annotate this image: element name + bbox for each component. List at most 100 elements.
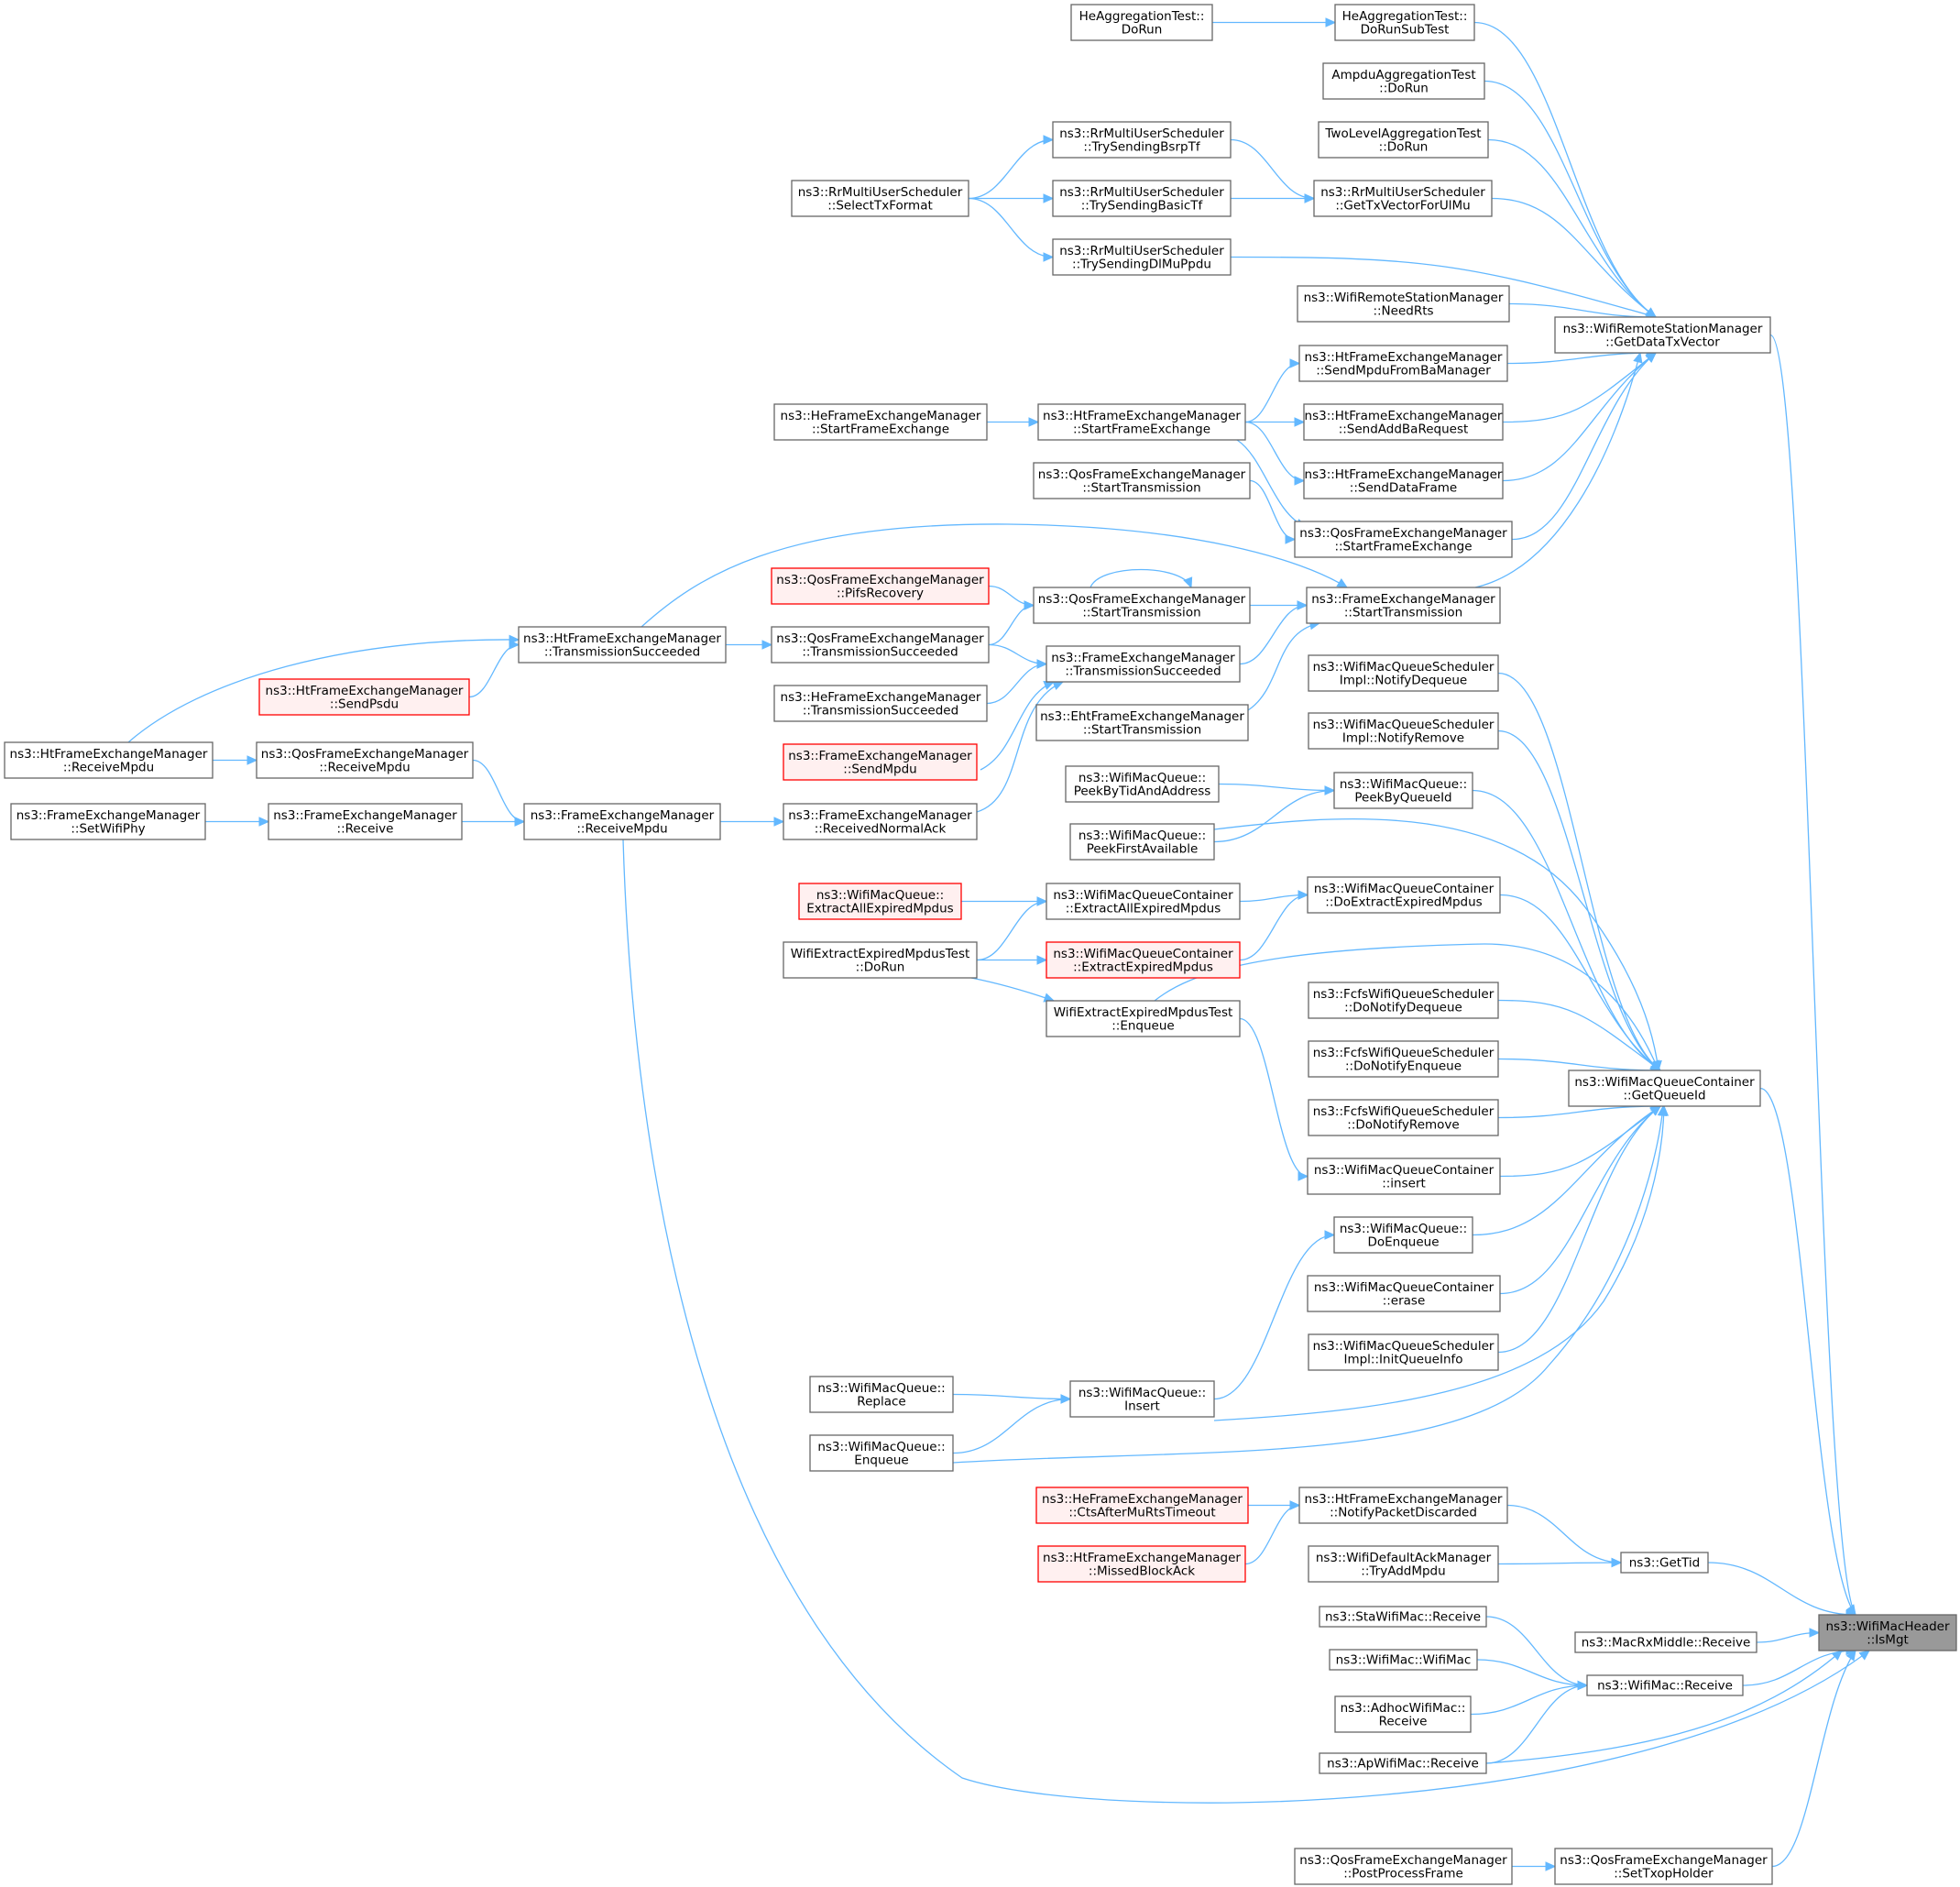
node-try-sending-dl-mu-ppdu[interactable]: ns3::RrMultiUserScheduler::TrySendingDlM… [1052, 238, 1232, 276]
node-sta-wifi-mac-receive[interactable]: ns3::StaWifiMac::Receive [1319, 1606, 1487, 1628]
node-he-agg-do-run-sub-test[interactable]: HeAggregationTest::DoRunSubTest [1334, 4, 1475, 41]
edge-line [1230, 138, 1315, 200]
edge-line [1502, 352, 1657, 482]
node-ht-receive-mpdu[interactable]: ns3::HtFrameExchangeManager::ReceiveMpdu [4, 741, 214, 779]
node-he-agg-do-run[interactable]: HeAggregationTest::DoRun [1070, 4, 1213, 41]
node-femtransmission-succeeded[interactable]: ns3::FrameExchangeManager::TransmissionS… [1046, 645, 1241, 683]
node-received-normal-ack[interactable]: ns3::FrameExchangeManager::ReceivedNorma… [783, 803, 978, 840]
node-wifi-mac-receive[interactable]: ns3::WifiMac::Receive [1586, 1674, 1744, 1696]
node-cont-erase[interactable]: ns3::WifiMacQueueContainer::erase [1307, 1275, 1501, 1312]
edge-line [472, 759, 525, 823]
node-do-enqueue[interactable]: ns3::WifiMacQueue::DoEnqueue [1333, 1216, 1473, 1254]
node-label: ns3::WifiMacQueueScheduler [1313, 718, 1495, 732]
node-qos-start-frame-exchange[interactable]: ns3::QosFrameExchangeManager::StartFrame… [1294, 521, 1513, 558]
node-femreceive[interactable]: ns3::FrameExchangeManager::Receive [268, 803, 463, 840]
node-label: ns3::HeFrameExchangeManager [1042, 1492, 1243, 1507]
node-qos-start-transmission2[interactable]: ns3::QosFrameExchangeManager::StartTrans… [1033, 462, 1251, 499]
node-try-sending-basic-tf[interactable]: ns3::RrMultiUserScheduler::TrySendingBas… [1052, 180, 1232, 217]
node-fcfs-do-notify-remove[interactable]: ns3::FcfsWifiQueueScheduler::DoNotifyRem… [1308, 1099, 1499, 1136]
node-queue-enqueue[interactable]: ns3::WifiMacQueue::Enqueue [809, 1434, 954, 1472]
node-label: ns3::QosFrameExchangeManager [1038, 592, 1246, 607]
node-try-add-mpdu[interactable]: ns3::WifiDefaultAckManager::TryAddMpdu [1308, 1545, 1499, 1583]
node-get-queue-id[interactable]: ns3::WifiMacQueueContainer::GetQueueId [1568, 1070, 1761, 1107]
node-cont-insert[interactable]: ns3::WifiMacQueueContainer::insert [1307, 1157, 1501, 1195]
node-queue-insert[interactable]: ns3::WifiMacQueue::Insert [1069, 1380, 1215, 1418]
node-try-sending-bsrp-tf[interactable]: ns3::RrMultiUserScheduler::TrySendingBsr… [1052, 121, 1232, 159]
node-notify-dequeue[interactable]: ns3::WifiMacQueueSchedulerImpl::NotifyDe… [1308, 654, 1499, 692]
node-mac-rx-middle-receive[interactable]: ns3::MacRxMiddle::Receive [1574, 1631, 1757, 1653]
node-fcfs-do-notify-dequeue[interactable]: ns3::FcfsWifiQueueScheduler::DoNotifyDeq… [1308, 982, 1499, 1019]
node-femsend-mpdu[interactable]: ns3::FrameExchangeManager::SendMpdu [783, 743, 978, 781]
node-label: ns3::QosFrameExchangeManager [1299, 1853, 1507, 1868]
node-label: ::CtsAfterMuRtsTimeout [1068, 1505, 1215, 1519]
node-box [773, 685, 988, 722]
node-ampdu-agg-do-run[interactable]: AmpduAggregationTest::DoRun [1322, 62, 1485, 100]
node-qos-receive-mpdu[interactable]: ns3::QosFrameExchangeManager::ReceiveMpd… [256, 741, 474, 779]
edge-peek-by-queue-id-to-get-queue-id [1472, 789, 1662, 1071]
edge-line [1247, 622, 1320, 711]
node-femreceive-mpdu[interactable]: ns3::FrameExchangeManager::ReceiveMpdu [523, 803, 721, 840]
edge-get-tx-vector-for-ul-mu-to-get-data-tx-vector [1491, 197, 1657, 318]
node-ht-start-frame-exchange[interactable]: ns3::HtFrameExchangeManager::StartFrameE… [1037, 403, 1246, 441]
node-he-start-frame-exchange[interactable]: ns3::HeFrameExchangeManager::StartFrameE… [773, 403, 988, 441]
node-set-txop-holder[interactable]: ns3::QosFrameExchangeManager::SetTxopHol… [1554, 1848, 1773, 1885]
node-peek-first-available[interactable]: ns3::WifiMacQueue::PeekFirstAvailable [1069, 823, 1215, 861]
node-label: ::TrySendingBsrpTf [1083, 139, 1200, 154]
edge-line [1244, 362, 1300, 423]
node-box [1303, 403, 1504, 441]
node-ap-wifi-mac-receive[interactable]: ns3::ApWifiMac::Receive [1319, 1752, 1487, 1774]
node-two-level-agg-do-run[interactable]: TwoLevelAggregationTest::DoRun [1318, 121, 1489, 159]
edge-line [1213, 1105, 1665, 1421]
node-label: ns3::WifiMacQueue:: [1079, 828, 1206, 843]
node-notify-remove[interactable]: ns3::WifiMacQueueSchedulerImpl::NotifyRe… [1308, 712, 1499, 750]
node-send-add-ba-request[interactable]: ns3::HtFrameExchangeManager::SendAddBaRe… [1303, 403, 1504, 441]
node-label: ns3::QosFrameExchangeManager [261, 747, 469, 762]
node-init-queue-info[interactable]: ns3::WifiMacQueueSchedulerImpl::InitQueu… [1308, 1333, 1499, 1371]
node-cont-extract-expired-mpdus[interactable]: ns3::WifiMacQueueContainer::ExtractExpir… [1046, 941, 1241, 979]
node-send-data-frame[interactable]: ns3::HtFrameExchangeManager::SendDataFra… [1303, 462, 1504, 499]
edge-line [1497, 1105, 1661, 1354]
node-get-tx-vector-for-ul-mu[interactable]: ns3::RrMultiUserScheduler::GetTxVectorFo… [1313, 180, 1493, 217]
node-qos-transmission-succeeded[interactable]: ns3::QosFrameExchangeManager::Transmissi… [771, 626, 990, 664]
node-get-data-tx-vector[interactable]: ns3::WifiRemoteStationManager::GetDataTx… [1554, 316, 1771, 354]
node-peek-by-tid-and-address[interactable]: ns3::WifiMacQueue::PeekByTidAndAddress [1065, 765, 1220, 803]
node-select-tx-format[interactable]: ns3::RrMultiUserScheduler::SelectTxForma… [791, 180, 969, 217]
node-box [798, 883, 962, 920]
node-cont-extract-all-expired-mpdus[interactable]: ns3::WifiMacQueueContainer::ExtractAllEx… [1046, 883, 1241, 920]
node-need-rts[interactable]: ns3::WifiRemoteStationManager::NeedRts [1297, 285, 1510, 323]
node-he-transmission-succeeded[interactable]: ns3::HeFrameExchangeManager::Transmissio… [773, 685, 988, 722]
node-femstart-transmission[interactable]: ns3::FrameExchangeManager::StartTransmis… [1306, 587, 1501, 624]
node-peek-by-queue-id[interactable]: ns3::WifiMacQueue::PeekByQueueId [1333, 772, 1473, 809]
edge-get-tid-to-is-mgt [1707, 1562, 1857, 1620]
node-eht-start-transmission[interactable]: ns3::EhtFrameExchangeManager::StartTrans… [1035, 704, 1249, 741]
edge-femreceive-mpdu-to-received-normal-ack [719, 817, 785, 827]
node-label: ns3::WifiMacHeader [1825, 1619, 1950, 1634]
node-queue-replace[interactable]: ns3::WifiMacQueue::Replace [809, 1376, 954, 1413]
node-adhoc-wifi-mac-receive[interactable]: ns3::AdhocWifiMac::Receive [1334, 1695, 1472, 1733]
node-label: PeekByTidAndAddress [1074, 784, 1211, 798]
node-box [1052, 238, 1232, 276]
node-post-process-frame[interactable]: ns3::QosFrameExchangeManager::PostProces… [1294, 1848, 1513, 1885]
node-cts-after-mu-rts-timeout[interactable]: ns3::HeFrameExchangeManager::CtsAfterMuR… [1035, 1487, 1249, 1524]
node-fcfs-do-notify-enqueue[interactable]: ns3::FcfsWifiQueueScheduler::DoNotifyEnq… [1308, 1040, 1499, 1078]
node-queue-extract-all-expired-mpdus[interactable]: ns3::WifiMacQueue::ExtractAllExpiredMpdu… [798, 883, 962, 920]
node-set-wifi-phy[interactable]: ns3::FrameExchangeManager::SetWifiPhy [10, 803, 206, 840]
node-pifs-recovery[interactable]: ns3::QosFrameExchangeManager::PifsRecove… [771, 567, 990, 605]
node-ht-transmission-succeeded[interactable]: ns3::HtFrameExchangeManager::Transmissio… [518, 626, 727, 664]
node-missed-block-ack[interactable]: ns3::HtFrameExchangeManager::MissedBlock… [1037, 1545, 1246, 1583]
node-is-mgt[interactable]: ns3::WifiMacHeader::IsMgt [1818, 1614, 1957, 1651]
edge-arrowhead [1657, 1104, 1668, 1116]
node-ht-send-psdu[interactable]: ns3::HtFrameExchangeManager::SendPsdu [258, 678, 470, 716]
node-label: AmpduAggregationTest [1331, 68, 1475, 82]
node-qos-start-transmission[interactable]: ns3::QosFrameExchangeManager::StartTrans… [1033, 587, 1251, 624]
node-send-mpdu-from-ba-manager[interactable]: ns3::HtFrameExchangeManager::SendMpduFro… [1298, 345, 1508, 382]
node-extract-test-do-run[interactable]: WifiExtractExpiredMpdusTest::DoRun [783, 941, 978, 979]
node-box [1298, 1487, 1508, 1524]
node-get-tid[interactable]: ns3::GetTid [1620, 1552, 1709, 1574]
node-wifi-mac-wifi-mac[interactable]: ns3::WifiMac::WifiMac [1329, 1649, 1478, 1671]
node-do-extract-expired-mpdus[interactable]: ns3::WifiMacQueueContainer::DoExtractExp… [1307, 876, 1501, 914]
edge-arrowhead [1298, 1171, 1309, 1181]
node-notify-packet-discarded[interactable]: ns3::HtFrameExchangeManager::NotifyPacke… [1298, 1487, 1508, 1524]
node-extract-test-enqueue[interactable]: WifiExtractExpiredMpdusTest::Enqueue [1046, 1000, 1241, 1037]
node-label: ns3::QosFrameExchangeManager [1299, 526, 1507, 541]
